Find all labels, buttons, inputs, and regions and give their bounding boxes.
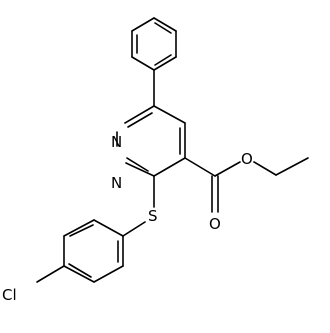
phenyl-inner-double-bond (154, 54, 172, 66)
carbonyl-oxygen-label: O (209, 215, 221, 233)
ring-inner-double-bond (126, 157, 149, 172)
nitrogen-label-lower: N (111, 174, 122, 192)
chlorophenyl-bond (63, 265, 95, 283)
chlorophenyl-bond (93, 219, 124, 237)
ester-group (184, 157, 309, 213)
ring-bond (124, 105, 155, 124)
ethyl-bond (275, 157, 309, 176)
chloro-bond (36, 265, 65, 283)
chlorophenyl-bond (63, 219, 95, 237)
phenyl-bond (153, 17, 177, 32)
ester-bond (184, 157, 216, 177)
phenyl-inner-double-bond (154, 22, 172, 34)
ring-inner-double-bond (127, 112, 153, 128)
pyridazine-ring (116, 105, 186, 177)
chlorophenyl-bond (93, 265, 124, 283)
nitrogen-label-upper: N (111, 133, 122, 151)
chlorine-label: Cl (2, 286, 17, 304)
phenyl-bond (131, 56, 155, 71)
ring-bond (125, 162, 155, 177)
chlorophenyl-ring (63, 219, 124, 283)
ring-bond (153, 157, 186, 177)
ester-oxygen-label: O (241, 150, 253, 168)
phenyl-bond (153, 56, 177, 71)
chlorophenyl-inner-double-bond (68, 263, 92, 278)
ester-bond (253, 161, 277, 176)
thioether-bond (122, 221, 146, 237)
phenyl-ring (131, 17, 177, 71)
ring-bond (153, 105, 186, 124)
sulfur-label: S (148, 207, 158, 225)
chlorophenyl-inner-double-bond (69, 224, 94, 237)
ester-bond (214, 161, 241, 177)
phenyl-bond (131, 17, 155, 32)
